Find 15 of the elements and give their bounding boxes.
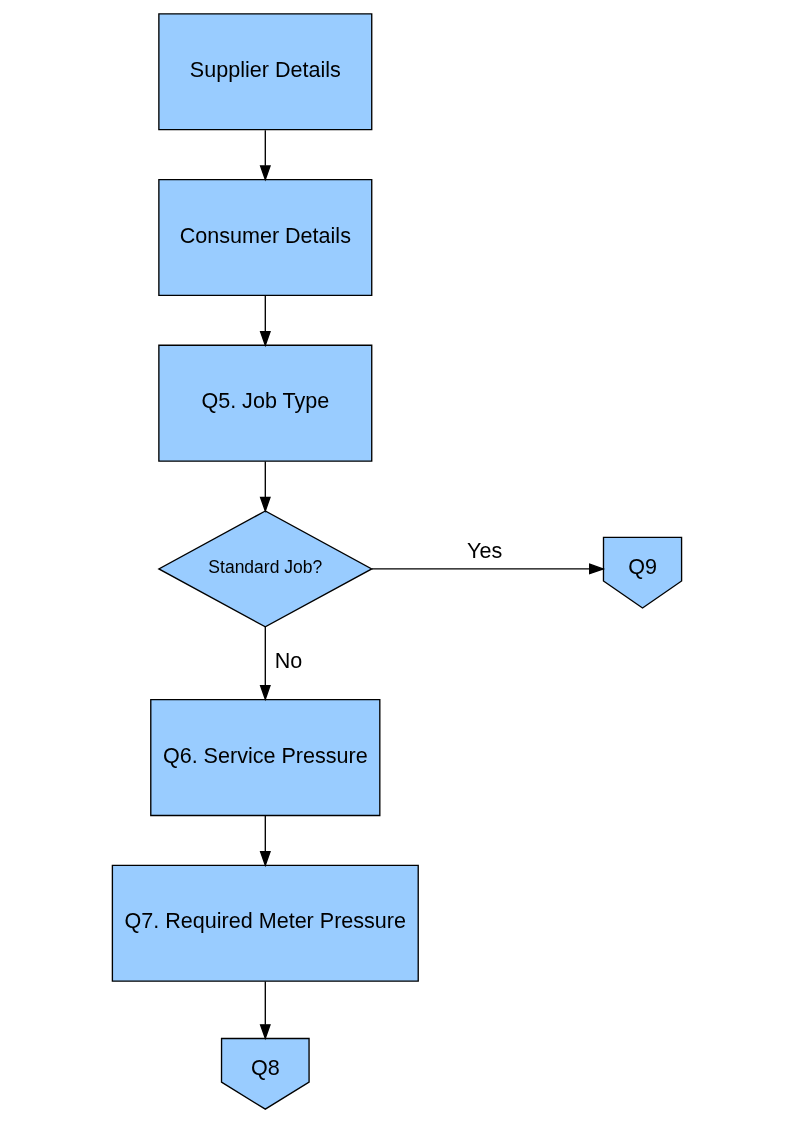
node-box: Q5. Job Type <box>158 344 373 462</box>
node-box: Consumer Details <box>158 178 373 297</box>
node-diamond: Standard Job? <box>157 510 374 628</box>
arrow <box>371 563 606 575</box>
edge-label: Yes <box>467 537 503 563</box>
node-box: Supplier Details <box>158 13 373 131</box>
node-box: Q6. Service Pressure <box>150 698 381 817</box>
arrow <box>259 626 271 702</box>
arrow <box>259 129 271 182</box>
arrow <box>259 815 271 868</box>
node-box: Q7. Required Meter Pressure <box>111 864 419 982</box>
edge-label: No <box>274 648 303 674</box>
arrow <box>259 295 271 348</box>
arrow <box>259 980 271 1041</box>
arrow <box>259 460 271 513</box>
